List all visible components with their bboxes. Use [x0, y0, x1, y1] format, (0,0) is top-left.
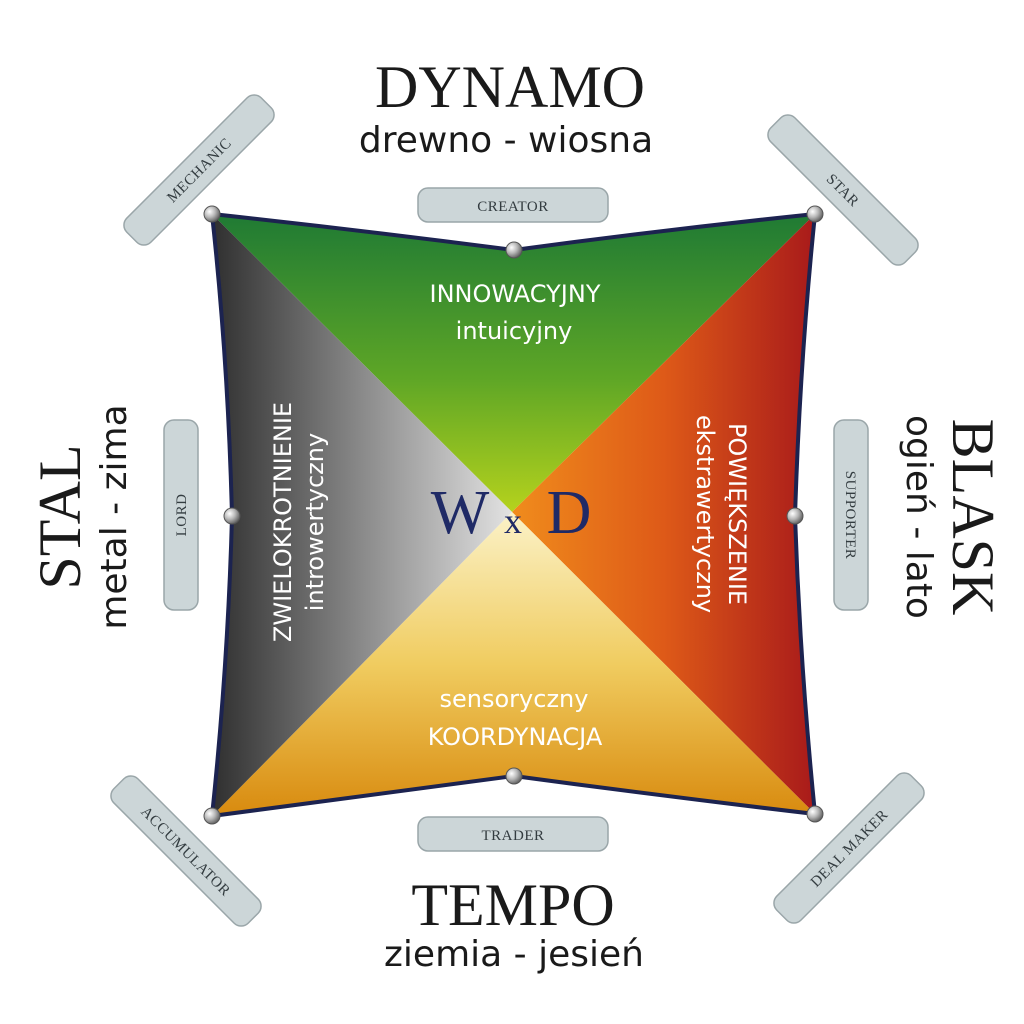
element-bottom-title: TEMPO	[411, 872, 614, 938]
profile-supporter-label: SUPPORTER	[842, 471, 858, 560]
profile-creator: CREATOR	[417, 187, 609, 223]
anchor-points	[203, 205, 824, 825]
center-label-x: x	[504, 501, 522, 541]
quadrant-right-area	[512, 214, 815, 814]
quadrant-right-text: POWIĘKSZENIE ekstrawertyczny	[691, 415, 751, 613]
center-label: W x D	[431, 479, 592, 547]
quadrant-bottom-line1: sensoryczny	[440, 685, 589, 713]
quadrant-bottom-area	[212, 512, 815, 816]
element-left: STAL metal - zima	[27, 404, 135, 629]
element-right: BLASK ogień - lato	[898, 415, 1006, 619]
profile-supporter: SUPPORTER	[833, 419, 869, 611]
element-bottom-subtitle: ziemia - jesień	[384, 934, 644, 975]
profile-lord: LORD	[163, 419, 199, 611]
center-label-w: W	[431, 479, 490, 547]
element-top-title: DYNAMO	[375, 54, 645, 120]
quadrant-left-area	[212, 214, 512, 816]
quadrant-bottom-text: sensoryczny KOORDYNACJA	[428, 685, 603, 751]
quadrant-bottom-line2: KOORDYNACJA	[428, 723, 603, 751]
quadrant-top-text: INNOWACYJNY intuicyjny	[430, 280, 601, 345]
center-label-d: D	[547, 479, 592, 547]
quadrant-top-area	[212, 214, 815, 512]
quadrant-right-line1: POWIĘKSZENIE	[723, 423, 751, 605]
profile-trader: TRADER	[417, 816, 609, 852]
element-right-title: BLASK	[940, 419, 1006, 616]
profile-trader-label: TRADER	[482, 828, 545, 844]
element-left-title: STAL	[27, 444, 93, 589]
profile-creator-label: CREATOR	[477, 199, 549, 215]
quadrant-left-line1: ZWIELOKROTNIENIE	[269, 402, 297, 642]
element-right-subtitle: ogień - lato	[898, 415, 939, 619]
quadrant-left-line2: introwertyczny	[301, 433, 329, 611]
quadrant-top-line2: intuicyjny	[456, 317, 573, 345]
element-top-subtitle: drewno - wiosna	[359, 120, 653, 161]
element-bottom: TEMPO ziemia - jesień	[384, 872, 644, 975]
profile-lord-label: LORD	[174, 494, 190, 537]
element-top: DYNAMO drewno - wiosna	[359, 54, 653, 161]
quadrant-top-line1: INNOWACYJNY	[430, 280, 601, 308]
quadrant-right-line2: ekstrawertyczny	[691, 415, 719, 613]
element-left-subtitle: metal - zima	[94, 404, 135, 629]
quadrant-left-text: ZWIELOKROTNIENIE introwertyczny	[269, 402, 329, 642]
